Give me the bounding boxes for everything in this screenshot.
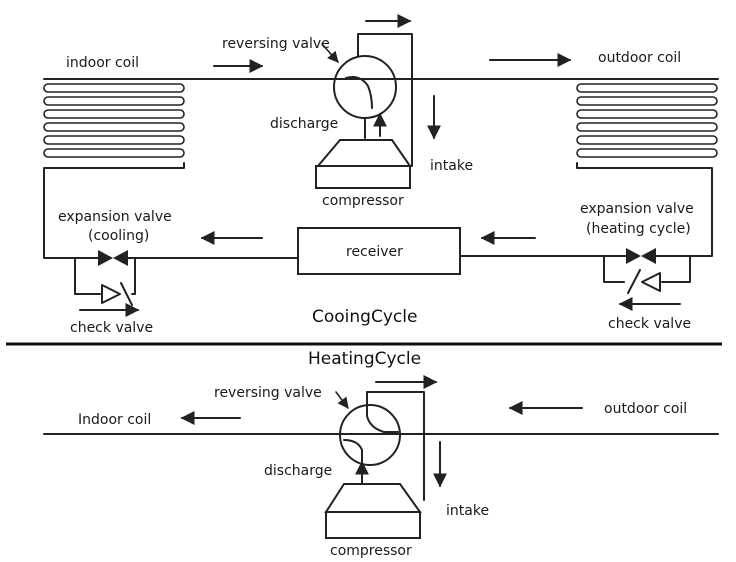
left-check-valve — [74, 257, 136, 306]
heating-expansion-valve-label-1: expansion valve — [580, 201, 694, 217]
cooling-check-valve-label-left: check valve — [70, 320, 153, 336]
heating-valve-loop — [366, 391, 425, 501]
right-expansion-valve — [599, 248, 691, 264]
left-expansion-valve — [74, 250, 136, 266]
cooling-compressor-body — [315, 165, 411, 189]
heating-indoor-coil-label: Indoor coil — [78, 412, 151, 428]
heating-compressor-top — [324, 483, 422, 513]
receiver-label: receiver — [346, 244, 403, 260]
heating-reversing-valve-label: reversing valve — [214, 385, 322, 401]
cooling-reversing-valve-label: reversing valve — [222, 36, 330, 52]
cooling-intake-label: intake — [430, 158, 473, 174]
cooling-valve-loop — [357, 33, 413, 81]
heating-reversing-valve — [339, 404, 401, 466]
cooling-expansion-valve-label-1: expansion valve — [58, 209, 172, 225]
cooling-reversing-valve — [333, 55, 397, 119]
heating-compressor-label: compressor — [330, 543, 412, 559]
outdoor-coil-graphic — [576, 83, 718, 158]
indoor-coil-graphic — [43, 83, 185, 158]
heating-reversing-valve-pointer — [335, 391, 349, 409]
receiver-box — [297, 227, 461, 275]
cooling-expansion-valve-label-2: (cooling) — [88, 228, 149, 244]
cooling-check-valve-label-right: check valve — [608, 316, 691, 332]
right-check-valve — [603, 255, 691, 294]
cooling-compressor-top — [315, 139, 412, 167]
cooling-compressor-label: compressor — [322, 193, 404, 209]
heating-outdoor-coil-label: outdoor coil — [604, 401, 687, 417]
cooling-cycle-title: CooingCycle — [312, 307, 417, 327]
outdoor-coil-return-line — [576, 162, 713, 257]
cooling-cycle: indoor coil reversing valve outdoor coil… — [43, 14, 719, 336]
cooling-valve-slide — [345, 76, 373, 109]
cooling-outdoor-coil-label: outdoor coil — [598, 50, 681, 66]
heating-cycle: HeatingCycle reversing valve Indoor coil… — [43, 349, 719, 559]
heating-cycle-title: HeatingCycle — [308, 349, 421, 369]
heating-expansion-valve-label-2: (heating cycle) — [586, 221, 691, 237]
cooling-indoor-coil-label: indoor coil — [66, 55, 139, 71]
heating-valve-slide-lower — [343, 439, 363, 467]
heating-compressor-body — [325, 511, 421, 539]
cooling-discharge-label: discharge — [270, 116, 338, 132]
heating-intake-label: intake — [446, 503, 489, 519]
indoor-coil-return-line — [43, 162, 185, 259]
heating-discharge-label: discharge — [264, 463, 332, 479]
reversing-valve-pointer — [321, 43, 339, 63]
heating-valve-slide-upper — [366, 405, 399, 433]
